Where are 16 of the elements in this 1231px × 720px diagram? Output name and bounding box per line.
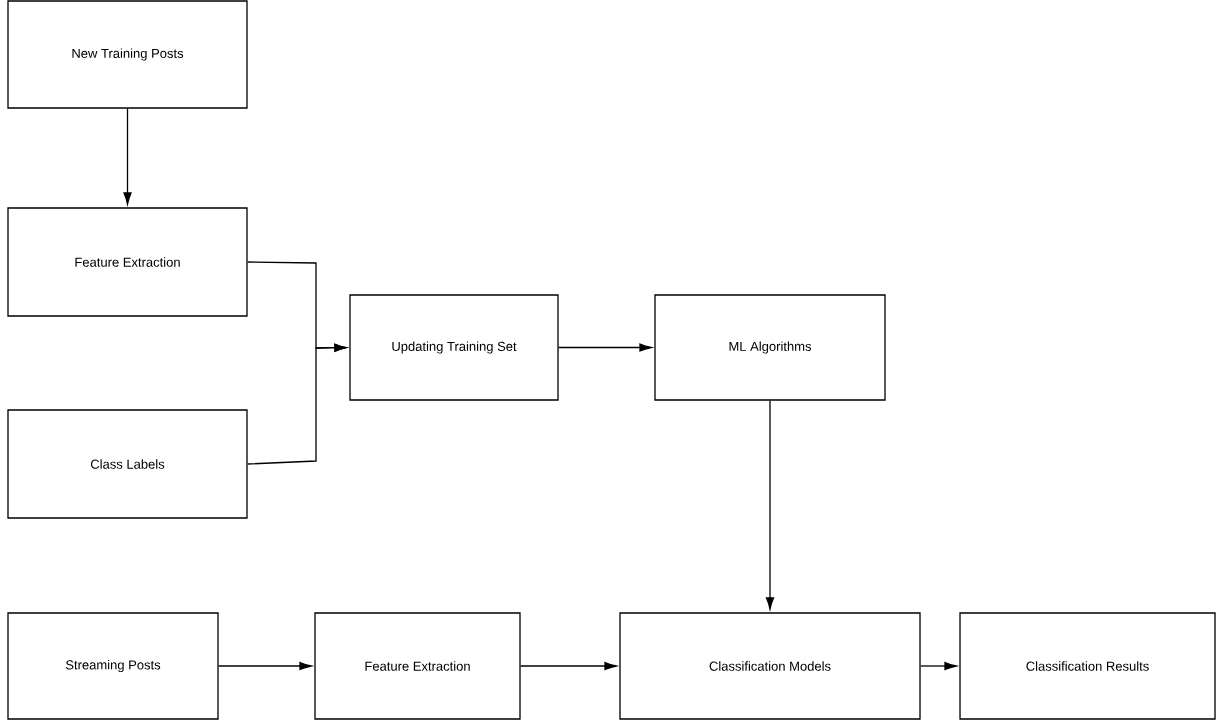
arrow xyxy=(765,400,775,610)
process-box: Streaming Posts xyxy=(7,612,219,720)
arrow xyxy=(218,661,312,671)
arrow xyxy=(558,343,652,352)
arrow xyxy=(247,343,347,465)
process-box: New Training Posts xyxy=(7,0,248,109)
process-box: Feature Extraction xyxy=(314,612,521,720)
process-box: Feature Extraction xyxy=(7,207,248,317)
arrow xyxy=(123,108,132,205)
process-box: Updating Training Set xyxy=(349,294,559,401)
process-box: ML Algorithms xyxy=(654,294,886,401)
arrow xyxy=(520,661,617,671)
process-box: Class Labels xyxy=(7,409,248,519)
process-box: Classification Models xyxy=(619,612,921,720)
process-box: Classification Results xyxy=(959,612,1216,720)
arrow xyxy=(920,661,957,671)
